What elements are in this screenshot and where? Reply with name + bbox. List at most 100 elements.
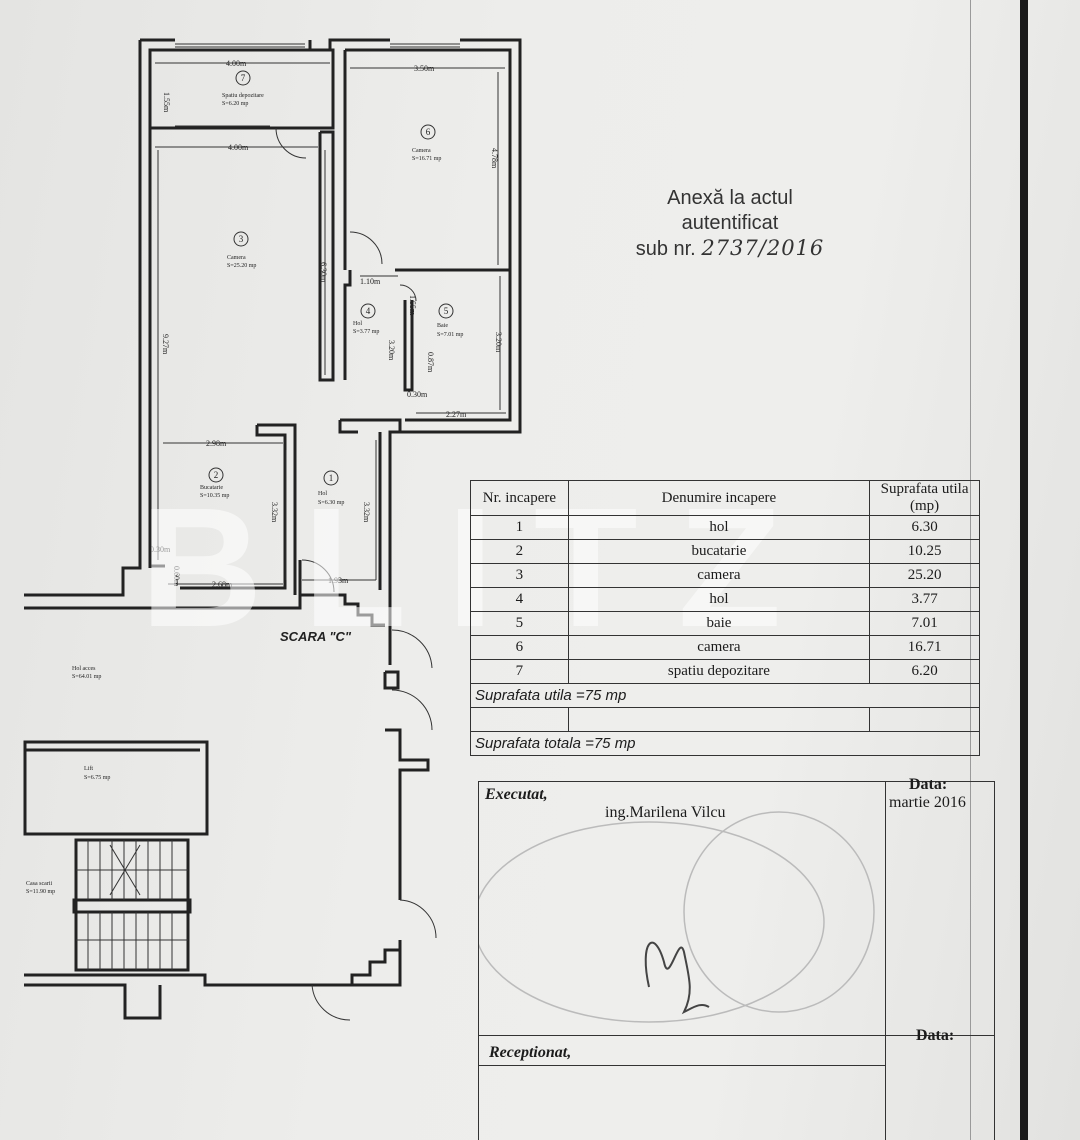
cell-nr: 5	[470, 611, 569, 636]
divider	[479, 1065, 885, 1066]
suprafata-totala: Suprafata totala =75 mp	[470, 731, 980, 756]
cell-area: 6.20	[869, 659, 980, 684]
header-name: Denumire incapere	[567, 480, 871, 516]
dimension-label: 0.30m	[407, 390, 428, 399]
hol-acces-area: S=64.01 mp	[72, 674, 101, 680]
dimension-label: 1.10m	[360, 277, 381, 286]
cell-area: 3.77	[869, 587, 980, 612]
room-name: Spatiu depozitare	[222, 93, 264, 99]
cell-area: 6.30	[869, 515, 980, 540]
table-row: 3 camera 25.20	[470, 563, 980, 588]
dimension-label: 2.98m	[206, 439, 227, 448]
table-row: 6 camera 16.71	[470, 635, 980, 660]
cell-area: 10.25	[869, 539, 980, 564]
empty-cell	[567, 707, 871, 732]
dimension-label: 4.00m	[226, 59, 247, 68]
dimension-label: 2.68m	[212, 580, 233, 589]
room-number: 7	[241, 73, 246, 83]
scan-edge	[1020, 0, 1028, 1140]
dimension-label: 4.00m	[228, 143, 249, 152]
room-area: S=3.77 mp	[353, 329, 379, 335]
room-name: Bucatarie	[200, 485, 223, 491]
table-row: 7 spatiu depozitare 6.20	[470, 659, 980, 684]
room-area: S=7.01 mp	[437, 332, 463, 338]
divider	[479, 1035, 994, 1036]
annex-handwritten-number: 2737/2016	[701, 236, 825, 260]
dimension-label: 3.32m	[270, 502, 279, 523]
room-name: Camera	[227, 255, 246, 261]
suprafata-utila: Suprafata utila =75 mp	[470, 683, 980, 708]
room-area: S=25.20 mp	[227, 263, 256, 269]
room-name: Hol	[353, 321, 362, 327]
cell-name: camera	[567, 563, 871, 588]
room-area: S=6.20 mp	[222, 101, 248, 107]
dimension-label: 4.78m	[490, 148, 499, 169]
room-name: Camera	[412, 148, 431, 154]
cell-nr: 7	[470, 659, 569, 684]
stair-label: SCARA "C"	[280, 629, 352, 644]
cell-name: hol	[567, 587, 871, 612]
table-row: 4 hol 3.77	[470, 587, 980, 612]
empty-row	[470, 707, 980, 732]
annex-line3: sub nr. 2737/2016	[600, 236, 860, 262]
dimension-label: 0.30m	[150, 545, 171, 554]
dimension-label: 3.20m	[494, 332, 503, 353]
utila-row: Suprafata utila =75 mp	[470, 683, 980, 708]
cell-name: spatiu depozitare	[567, 659, 871, 684]
cell-nr: 3	[470, 563, 569, 588]
execution-block: Executat, ing.Marilena Vilcu Data: marti…	[478, 776, 995, 1140]
header-nr: Nr. incapere	[470, 480, 569, 516]
dimension-label: 0.87m	[426, 352, 435, 373]
cell-name: hol	[567, 515, 871, 540]
casa-scarii-area: S=11.90 mp	[26, 889, 55, 895]
dimension-label: 3.50m	[414, 64, 435, 73]
room-area: S=16.71 mp	[412, 156, 441, 162]
hol-acces-name: Hol acces	[72, 666, 96, 672]
date-value: martie 2016	[889, 794, 966, 811]
totala-row: Suprafata totala =75 mp	[470, 731, 980, 756]
cell-nr: 6	[470, 635, 569, 660]
cell-area: 25.20	[869, 563, 980, 588]
dimension-label: 2.27m	[446, 410, 467, 419]
room-name: Hol	[318, 491, 327, 497]
room-number: 5	[444, 306, 449, 316]
table-row: 5 baie 7.01	[470, 611, 980, 636]
room-number: 4	[366, 306, 371, 316]
cell-name: camera	[567, 635, 871, 660]
room-area: S=6.30 mp	[318, 500, 344, 506]
annex-sub-nr: sub nr.	[635, 238, 696, 260]
executat-label: Executat,	[485, 786, 548, 803]
annex-line2: autentificat	[681, 212, 779, 234]
dimension-label: 0.60m	[172, 566, 181, 587]
cell-area: 7.01	[869, 611, 980, 636]
cell-name: baie	[567, 611, 871, 636]
room-area: S=10.35 mp	[200, 493, 229, 499]
dimension-label: 1.55m	[408, 295, 417, 316]
header-area: Suprafata utila (mp)	[869, 480, 980, 516]
column-divider	[885, 782, 886, 1035]
room-number: 2	[214, 470, 219, 480]
rooms-table: Nr. incapere Denumire incapere Suprafata…	[470, 480, 980, 756]
stamp-and-signature	[479, 811, 875, 1023]
lift-name: Lift	[84, 765, 93, 772]
cell-name: bucatarie	[567, 539, 871, 564]
cell-nr: 2	[470, 539, 569, 564]
casa-scarii-name: Casa scarii	[26, 881, 52, 887]
data-label: Data:	[909, 776, 948, 793]
room-number: 6	[426, 127, 431, 137]
table-header-row: Nr. incapere Denumire incapere Suprafata…	[470, 480, 980, 516]
dimension-label: 1.55m	[162, 92, 171, 113]
annex-note: Anexă la actul autentificat sub nr. 2737…	[600, 186, 860, 262]
table-row: 2 bucatarie 10.25	[470, 539, 980, 564]
cell-nr: 4	[470, 587, 569, 612]
data-label-2: Data:	[916, 1027, 955, 1044]
room-number: 3	[239, 234, 244, 244]
dimension-label: 6.30m	[319, 262, 328, 283]
empty-cell	[869, 707, 980, 732]
cell-area: 16.71	[869, 635, 980, 660]
receptionat-label: Receptionat,	[489, 1044, 572, 1061]
dimension-label: 3.20m	[387, 340, 396, 361]
annex-line1: Anexă la actul	[667, 187, 793, 209]
